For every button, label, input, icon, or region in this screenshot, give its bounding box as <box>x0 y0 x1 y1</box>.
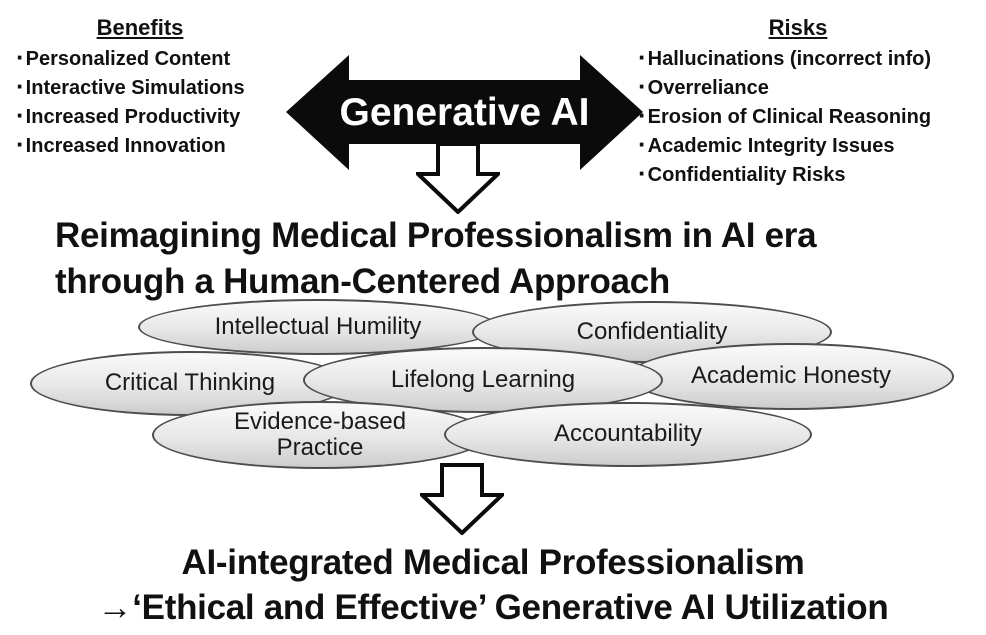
benefits-panel: Benefits ·Personalized Content ·Interact… <box>16 15 296 160</box>
bullet-dot: · <box>638 158 647 188</box>
value-label: Accountability <box>553 420 703 448</box>
risks-item: ·Confidentiality Risks <box>638 160 986 189</box>
double-headed-arrow-icon <box>286 55 643 170</box>
down-arrow-icon <box>420 463 504 535</box>
risks-list: ·Hallucinations (incorrect info) ·Overre… <box>638 44 986 189</box>
benefits-list: ·Personalized Content ·Interactive Simul… <box>16 44 296 160</box>
risks-item: ·Hallucinations (incorrect info) <box>638 44 986 73</box>
value-oval-evidence-based-practice: Evidence-based Practice <box>152 401 488 469</box>
risks-panel: Risks ·Hallucinations (incorrect info) ·… <box>638 15 986 189</box>
value-label: Confidentiality <box>576 317 728 345</box>
risks-item-label: Overreliance <box>647 77 769 99</box>
reframe-heading-line1: Reimagining Medical Professionalism in A… <box>55 216 817 255</box>
bullet-dot: · <box>638 129 647 159</box>
generative-ai-label: Generative AI <box>339 90 590 134</box>
value-label: Lifelong Learning <box>390 365 576 393</box>
value-label: Evidence-based Practice <box>233 407 407 461</box>
benefits-item-label: Personalized Content <box>25 48 231 70</box>
bullet-dot: · <box>16 42 25 72</box>
down-arrow-icon <box>416 142 500 214</box>
benefits-item: ·Increased Innovation <box>16 131 296 160</box>
value-oval-academic-honesty: Academic Honesty <box>628 343 954 410</box>
bullet-dot: · <box>16 100 25 130</box>
risks-item-label: Hallucinations (incorrect info) <box>647 48 932 70</box>
risks-title: Risks <box>768 15 828 40</box>
reframe-heading: Reimagining Medical Professionalism in A… <box>55 213 817 305</box>
benefits-item-label: Interactive Simulations <box>25 77 245 99</box>
outcome-heading-line2: →‘Ethical and Effective’ Generative AI U… <box>97 588 889 627</box>
bullet-dot: · <box>638 100 647 130</box>
risks-item-label: Confidentiality Risks <box>647 164 846 186</box>
benefits-item: ·Increased Productivity <box>16 102 296 131</box>
benefits-item: ·Interactive Simulations <box>16 73 296 102</box>
benefits-item: ·Personalized Content <box>16 44 296 73</box>
benefits-title: Benefits <box>96 15 184 40</box>
value-oval-accountability: Accountability <box>444 402 812 467</box>
outcome-heading-line1: AI-integrated Medical Professionalism <box>181 543 805 582</box>
reframe-heading-line2: through a Human-Centered Approach <box>55 262 670 301</box>
risks-item-label: Erosion of Clinical Reasoning <box>647 106 932 128</box>
bullet-dot: · <box>16 71 25 101</box>
benefits-item-label: Increased Innovation <box>25 135 226 157</box>
outcome-heading: AI-integrated Medical Professionalism →‘… <box>0 540 986 630</box>
risks-item: ·Overreliance <box>638 73 986 102</box>
benefits-item-label: Increased Productivity <box>25 106 241 128</box>
bullet-dot: · <box>638 71 647 101</box>
risks-item: ·Academic Integrity Issues <box>638 131 986 160</box>
risks-item: ·Erosion of Clinical Reasoning <box>638 102 986 131</box>
value-label: Critical Thinking <box>104 369 276 397</box>
value-label: Intellectual Humility <box>214 312 422 340</box>
value-oval-intellectual-humility: Intellectual Humility <box>138 299 498 355</box>
value-label: Academic Honesty <box>690 362 892 390</box>
bullet-dot: · <box>638 42 647 72</box>
risks-item-label: Academic Integrity Issues <box>647 135 895 157</box>
bullet-dot: · <box>16 129 25 159</box>
